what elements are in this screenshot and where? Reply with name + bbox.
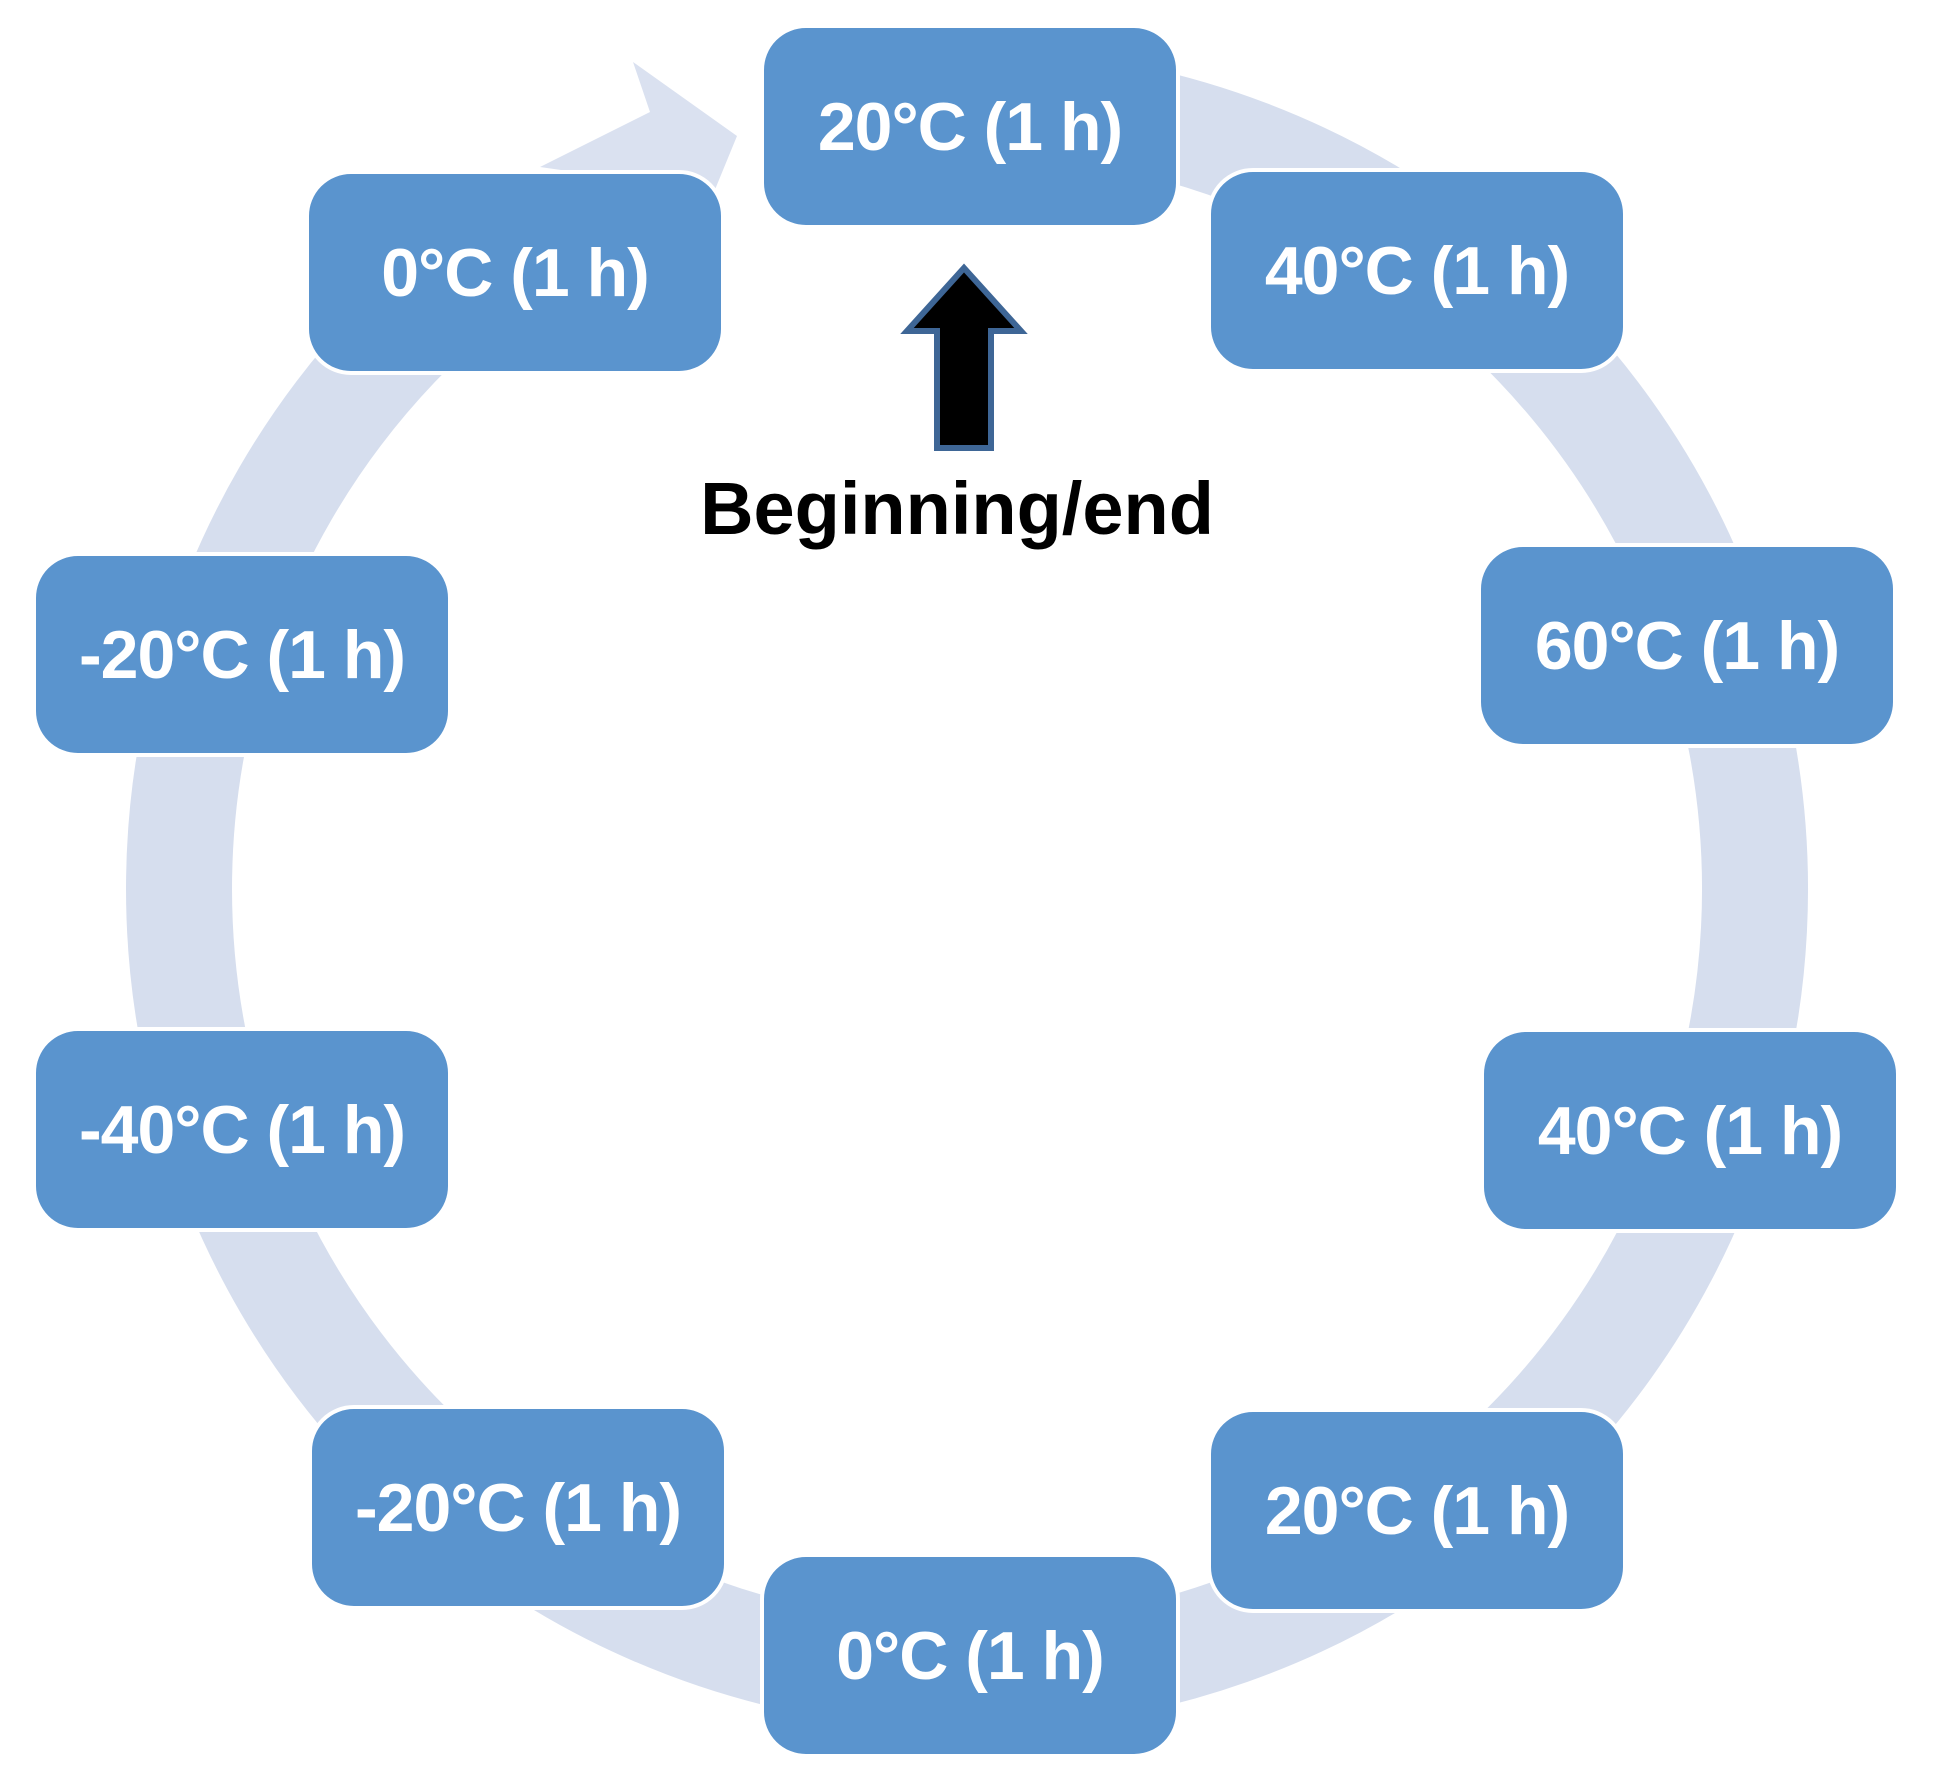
beginning-end-arrow-icon [900,263,1028,451]
cycle-step-label: 0°C (1 h) [381,234,650,311]
cycle-step-label: -20°C (1 h) [354,1469,682,1546]
beginning-end-label: Beginning/end [700,467,1214,550]
cycle-step-left-lower: -40°C (1 h) [32,1027,452,1232]
cycle-step-top-right: 40°C (1 h) [1207,168,1627,373]
ring-arrowhead-icon [540,62,737,192]
cycle-step-label: 0°C (1 h) [836,1617,1105,1694]
cycle-step-bottom-left: -20°C (1 h) [308,1405,728,1610]
cycle-step-bottom-right: 20°C (1 h) [1207,1408,1627,1613]
cycle-step-left-upper: -20°C (1 h) [32,552,452,757]
cycle-step-bottom: 0°C (1 h) [760,1553,1180,1758]
cycle-step-right-lower: 40°C (1 h) [1480,1028,1900,1233]
cycle-step-label: 20°C (1 h) [817,88,1123,165]
cycle-step-top-left: 0°C (1 h) [305,170,725,375]
cycle-step-label: 40°C (1 h) [1264,232,1570,309]
cycle-step-label: -40°C (1 h) [78,1091,406,1168]
cycle-step-top: 20°C (1 h) [760,24,1180,229]
cycle-step-label: 20°C (1 h) [1264,1472,1570,1549]
cycle-step-label: -20°C (1 h) [78,616,406,693]
cycle-step-right-upper: 60°C (1 h) [1477,543,1897,748]
cycle-step-label: 60°C (1 h) [1534,607,1840,684]
cycle-step-label: 40°C (1 h) [1537,1092,1843,1169]
